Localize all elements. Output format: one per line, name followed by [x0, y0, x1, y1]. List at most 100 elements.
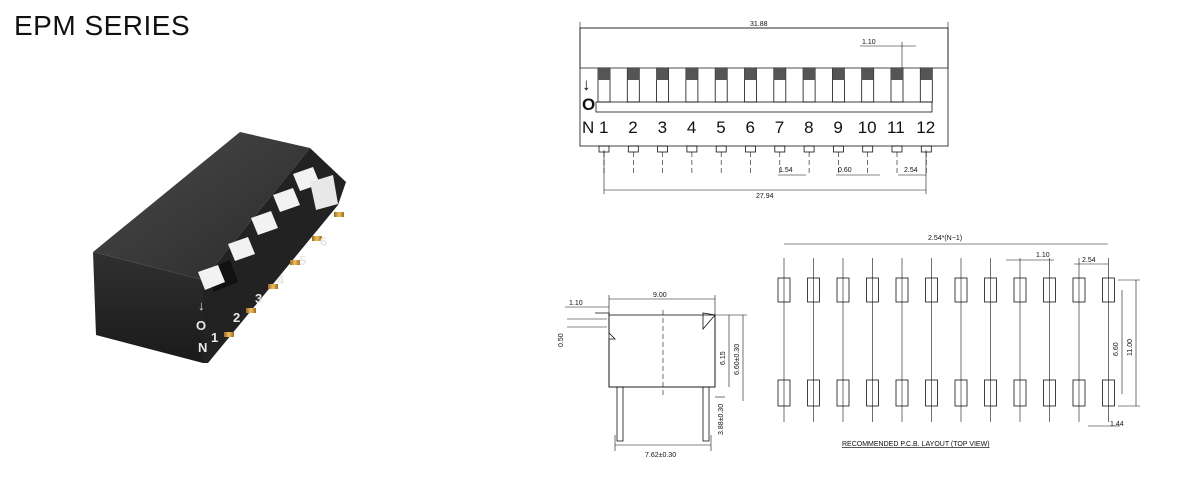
pcb-span-dim: 2.54*(N−1): [928, 235, 962, 242]
switch-knob-10: [861, 68, 874, 80]
top-pin-11: [891, 145, 903, 153]
pcb-pad-bottom-1: [777, 379, 791, 407]
pcb-pad-top-3: [836, 277, 850, 303]
pcb-pad-top-1: [777, 277, 791, 303]
top-pin-10: [862, 145, 874, 153]
on-n: N: [582, 118, 594, 137]
housing-end: [203, 148, 346, 363]
pcb-pad-top-11: [1072, 277, 1086, 303]
pcb-pad-top-2: [807, 277, 820, 303]
photo-label-arrow: ↓: [198, 298, 205, 313]
side-body: [595, 312, 716, 388]
housing-side: [93, 252, 203, 363]
side-top-dim: 9.00: [653, 292, 667, 299]
pcb-pad-top-6: [925, 277, 938, 303]
side-view-drawing: 9.00 1.10 0.50 7.62±0.30 6.15 6.60±0.30 …: [558, 292, 747, 459]
pcb-pad-top-7: [954, 277, 968, 303]
pcb-pad-top-4: [866, 277, 879, 303]
top-width-dim: 31.88: [750, 21, 768, 28]
top-pin-7: [774, 145, 786, 153]
position-number-1: 1: [599, 118, 608, 137]
side-total-height-dim: 6.60±0.30: [734, 344, 741, 375]
position-number-9: 9: [833, 118, 842, 137]
position-number-8: 8: [804, 118, 813, 137]
gold-pins: [224, 212, 344, 337]
photo-label-o: O: [196, 318, 206, 333]
top-body: [579, 27, 949, 147]
position-number-3: 3: [658, 118, 667, 137]
top-span-dim: 27.94: [756, 193, 774, 200]
pcb-row-dim: 6.60: [1113, 342, 1120, 356]
side-height-dim: 6.15: [720, 351, 727, 365]
pcb-pad-bottom-5: [895, 379, 909, 407]
position-number-2: 2: [628, 118, 637, 137]
pcb-pad-bottom-4: [866, 379, 879, 407]
top-switches: [597, 67, 933, 103]
pcb-pad-top-12: [1102, 277, 1115, 303]
top-pin-pitch-dim: 2.54: [904, 167, 918, 174]
photo-label-4: 4: [277, 272, 285, 287]
photo-label-1: 1: [211, 330, 218, 345]
photo-label-3: 3: [255, 291, 262, 306]
switch-knob-9: [832, 68, 845, 80]
top-gap-dim: 0.60: [838, 167, 852, 174]
position-number-7: 7: [775, 118, 784, 137]
on-o: O: [582, 95, 595, 114]
photo-label-n: N: [198, 340, 207, 355]
pcb-pad-bottom-10: [1043, 379, 1056, 407]
top-pin-5: [715, 145, 727, 153]
pcb-pad-bottom-9: [1013, 379, 1027, 407]
pcb-pad-offset-dim: 1.44: [1110, 421, 1124, 428]
pcb-pad-bottom-8: [984, 379, 997, 407]
pcb-pad-bottom-3: [836, 379, 850, 407]
top-pin-2: [627, 145, 639, 153]
pcb-total-dim: 11.00: [1127, 339, 1134, 356]
switch-knob-7: [773, 68, 786, 80]
switch-knob-8: [803, 68, 816, 80]
pcb-pad-top-10: [1043, 277, 1056, 303]
switch-knob-2: [627, 68, 640, 80]
top-pin-4: [686, 145, 698, 153]
position-number-4: 4: [687, 118, 696, 137]
pcb-pitch-dim: 2.54: [1082, 257, 1096, 264]
side-bottom-dim: 7.62±0.30: [645, 452, 676, 459]
photo-label-5: 5: [299, 253, 306, 268]
top-pin-8: [803, 145, 815, 153]
side-pin-length-dim: 3.88±0.30: [718, 404, 725, 435]
position-number-5: 5: [716, 118, 725, 137]
on-arrow: ↓: [582, 75, 591, 94]
switch-width-dim: 1.10: [862, 39, 876, 46]
pcb-pad-bottom-7: [954, 379, 968, 407]
series-title: EPM SERIES: [14, 10, 191, 41]
side-left-dim: 0.50: [558, 333, 565, 347]
pcb-pad-bottom-6: [925, 379, 938, 407]
switch-knob-1: [598, 68, 610, 80]
pcb-caption: RECOMMENDED P.C.B. LAYOUT (TOP VIEW): [842, 441, 990, 448]
switch-actuators: [198, 167, 338, 292]
position-number-10: 10: [858, 118, 877, 137]
position-number-6: 6: [746, 118, 755, 137]
switch-knob-3: [656, 68, 669, 80]
top-pitch-dim: 1.54: [779, 167, 793, 174]
switch-knob-5: [715, 68, 728, 80]
pcb-layout-drawing: 2.54*(N−1) 1.10 2.54 6.60 11.00 1.44 REC…: [777, 235, 1140, 448]
top-pin-6: [745, 145, 756, 153]
photo-label-2: 2: [233, 310, 240, 325]
pcb-pad-width-dim: 1.10: [1036, 252, 1050, 259]
switch-knob-4: [685, 68, 698, 80]
pcb-pad-bottom-2: [807, 379, 820, 407]
pcb-pad-bottom-12: [1102, 379, 1115, 407]
pcb-pad-top-5: [895, 277, 909, 303]
switch-knob-12: [920, 68, 933, 80]
side-pin-left: [616, 386, 624, 442]
switch-knob-11: [891, 68, 903, 80]
photo-label-6: 6: [320, 234, 327, 249]
top-pin-3: [657, 145, 668, 153]
pcb-pad-top-9: [1013, 277, 1027, 303]
housing-top: [93, 132, 310, 280]
top-pin-9: [832, 145, 844, 153]
position-number-12: 12: [916, 118, 935, 137]
product-photo: ↓ O N 1 2 3 4 5 6: [93, 132, 346, 363]
switch-knob-6: [744, 68, 757, 80]
